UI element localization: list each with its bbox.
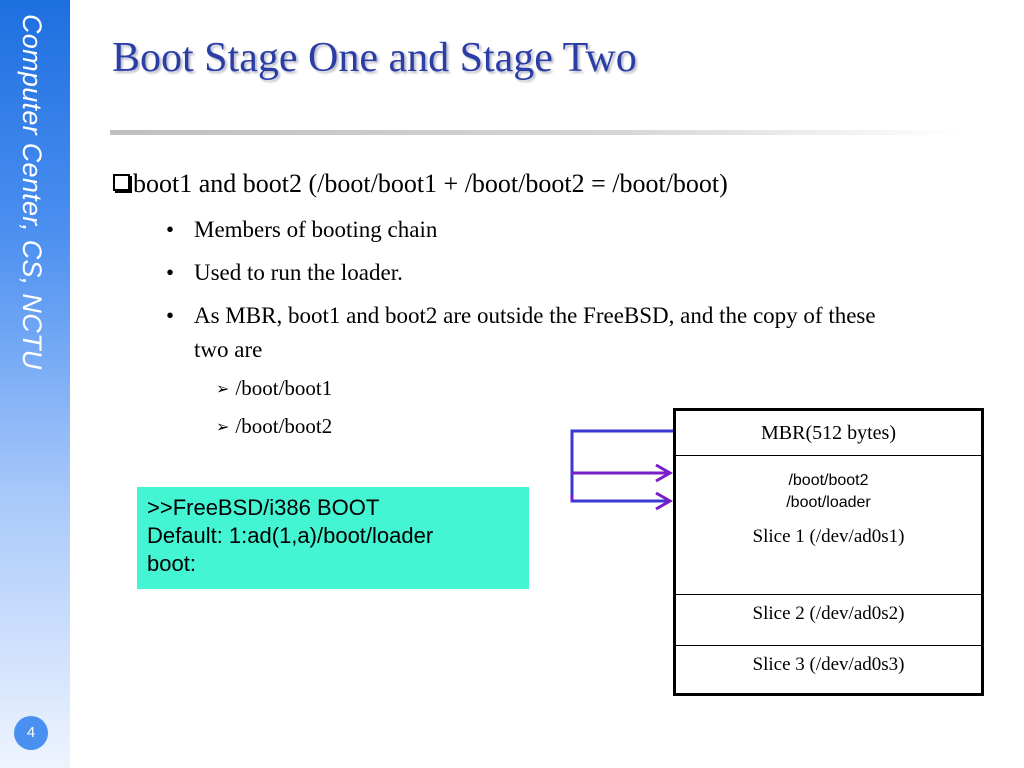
bullet-dot-icon: •: [166, 217, 175, 242]
console-line: >>FreeBSD/i386 BOOT: [147, 495, 380, 520]
slice3-cell: Slice 3 (/dev/ad0s3): [752, 654, 905, 675]
arrow-path-mbr: [570, 429, 673, 503]
slice1-file-loader: /boot/loader: [786, 494, 871, 511]
sub-bullet-text: As MBR, boot1 and boot2 are outside the …: [194, 303, 876, 362]
sub-bullet-text: Used to run the loader.: [194, 260, 403, 285]
console-line: Default: 1:ad(1,a)/boot/loader: [147, 523, 434, 548]
bullet-dot-icon: •: [166, 303, 175, 328]
console-line: boot:: [147, 551, 196, 576]
sub-bullet: • As MBR, boot1 and boot2 are outside th…: [166, 299, 886, 367]
sub-bullet-text: Members of booting chain: [194, 217, 438, 242]
slide-title: Boot Stage One and Stage Two: [112, 35, 637, 81]
slice2-cell: Slice 2 (/dev/ad0s2): [676, 594, 981, 646]
main-bullet-text: boot1 and boot2 (/boot/boot1 + /boot/boo…: [133, 169, 728, 198]
page-number-badge: 4: [14, 716, 48, 750]
sub-sub-bullet: ➢ /boot/boot1: [216, 376, 332, 401]
title-divider: [110, 130, 960, 135]
mbr-cell: MBR(512 bytes): [676, 411, 981, 456]
boot-chain-arrows: [570, 429, 674, 511]
boot-console-box: >>FreeBSD/i386 BOOT Default: 1:ad(1,a)/b…: [137, 487, 529, 589]
slice1-cell: /boot/boot2 /boot/loader Slice 1 (/dev/a…: [676, 455, 981, 595]
sidebar-org-label: Computer Center, CS, NCTU: [17, 14, 47, 370]
sub-bullet: • Members of booting chain: [166, 213, 886, 247]
sub-sub-bullet-text: /boot/boot2: [235, 414, 333, 438]
arrowhead-icon: [655, 463, 674, 483]
bullet-dot-icon: •: [166, 260, 175, 285]
arrowhead-bullet-icon: ➢: [216, 381, 230, 398]
sub-bullet: • Used to run the loader.: [166, 256, 886, 290]
arrowhead-bullet-icon: ➢: [216, 419, 230, 436]
slice1-file-boot2: /boot/boot2: [788, 472, 869, 489]
sidebar: Computer Center, CS, NCTU 4: [0, 0, 70, 768]
arrowhead-icon: [655, 491, 674, 511]
checkbox-bullet-icon: [113, 174, 130, 191]
disk-layout-diagram: MBR(512 bytes) /boot/boot2 /boot/loader …: [673, 408, 984, 696]
slice1-label: Slice 1 (/dev/ad0s1): [752, 526, 905, 547]
sub-sub-bullet-text: /boot/boot1: [235, 376, 333, 400]
main-bullet: boot1 and boot2 (/boot/boot1 + /boot/boo…: [113, 169, 728, 199]
sub-sub-bullet: ➢ /boot/boot2: [216, 414, 332, 439]
